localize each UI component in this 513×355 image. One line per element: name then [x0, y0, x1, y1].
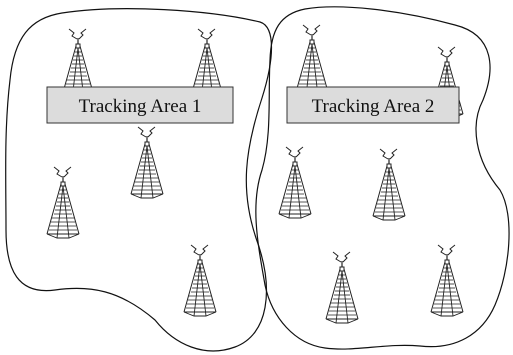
- tracking-area-2-boundary: [255, 6, 510, 350]
- tracking-area-1-label-text: Tracking Area 1: [79, 96, 202, 117]
- cell-tower-icon: [372, 148, 406, 221]
- cell-tower-icon: [183, 244, 217, 317]
- cell-tower-icon: [278, 146, 312, 219]
- cell-tower-icon: [130, 126, 164, 199]
- cell-tower-icon: [295, 24, 329, 97]
- tracking-area-2-label: Tracking Area 2: [286, 86, 460, 124]
- cell-tower-icon: [46, 166, 80, 239]
- cell-tower-icon: [325, 251, 359, 324]
- tracking-area-2-label-text: Tracking Area 2: [312, 96, 435, 117]
- tracking-area-1-boundary: [5, 8, 273, 352]
- tracking-area-1-label: Tracking Area 1: [46, 86, 234, 124]
- cell-tower-icon: [430, 244, 464, 317]
